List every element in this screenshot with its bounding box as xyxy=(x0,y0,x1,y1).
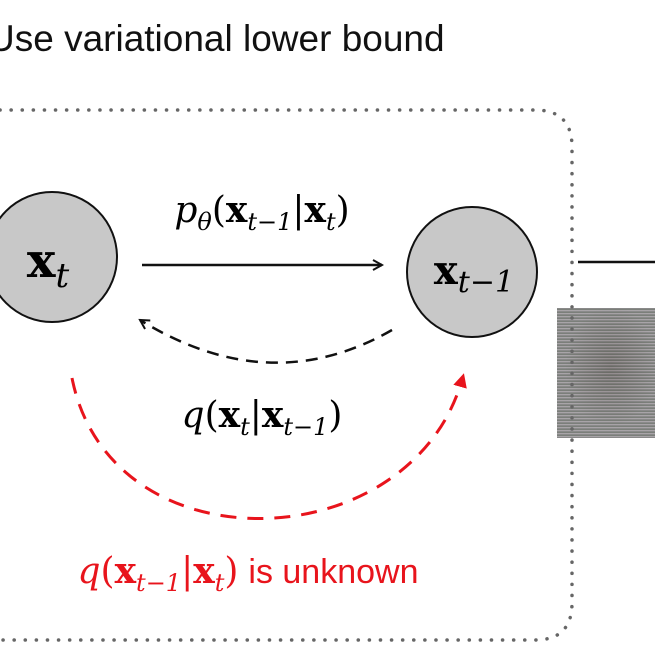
node-left-sub: t xyxy=(55,256,69,296)
node-x-t-minus-1 xyxy=(406,206,538,338)
node-left-base: x xyxy=(27,233,56,289)
svg-text:xt−1: xt−1 xyxy=(434,247,514,300)
node-right-sub: t−1 xyxy=(458,265,514,300)
node-right-base: x xyxy=(434,247,459,294)
diagram-heading: Use variational lower bound xyxy=(0,18,445,59)
dotted-frame xyxy=(0,108,574,642)
forward-label: pθ(xt−1|xt) xyxy=(174,189,349,236)
node-x-t xyxy=(0,191,118,323)
reverse-dashed-arrow xyxy=(140,320,393,364)
unknown-note: q(xt−1|xt)is unknown xyxy=(77,550,418,597)
reverse-label: q(xt|xt−1) xyxy=(182,394,343,441)
unknown-red-arc xyxy=(70,373,467,520)
svg-text:xt: xt xyxy=(27,233,70,296)
